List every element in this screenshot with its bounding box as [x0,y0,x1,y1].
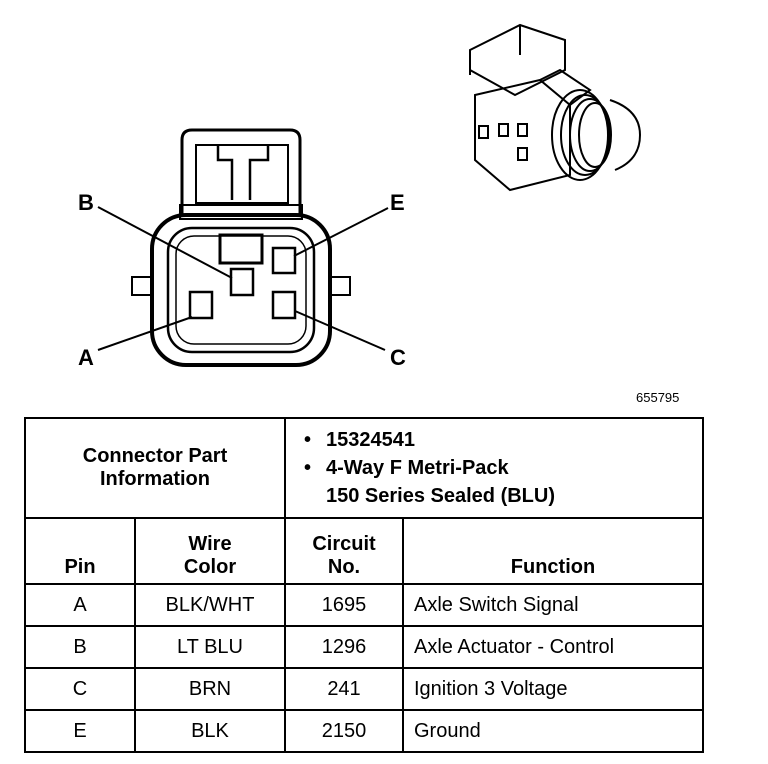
table-row: E BLK 2150 Ground [24,709,704,753]
pin-cavity-e [271,246,297,275]
connector-body [150,213,332,367]
connector-table: Connector Part Information 15324541 4-Wa… [24,417,704,753]
pin-label-c: C [390,345,406,370]
pin-cavity-b [229,267,255,297]
table-row: A BLK/WHT 1695 Axle Switch Signal [24,583,704,627]
table-row: B LT BLU 1296 Axle Actuator - Control [24,625,704,669]
connector-3d-illustration [469,23,642,192]
connector-latch [180,128,302,215]
pin-cavity-a [188,290,214,320]
pin-label-e: E [390,190,405,215]
connector-face-diagram [97,23,642,367]
pin-label-a: A [78,345,94,370]
pin-cavity-c [271,290,297,320]
part-number: 15324541 [304,426,698,454]
header-function: Function [402,517,704,585]
pin-label-b: B [78,190,94,215]
connector-description: 4-Way F Metri-Pack [304,454,698,482]
table-row: C BRN 241 Ignition 3 Voltage [24,667,704,711]
figure-number: 655795 [636,390,680,405]
connector-info-details: 15324541 4-Way F Metri-Pack 150 Series S… [284,417,704,519]
header-pin: Pin [24,517,136,585]
connector-info-label: Connector Part Information [24,417,286,519]
